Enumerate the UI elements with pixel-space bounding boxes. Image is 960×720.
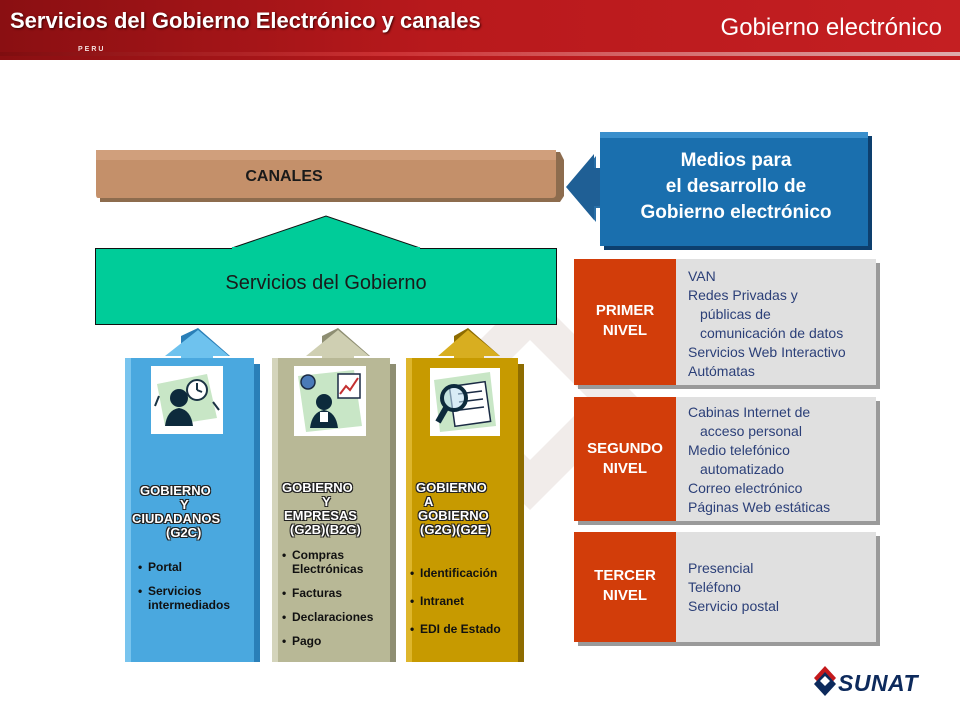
medios-line: el desarrollo de — [665, 176, 807, 197]
level-name-line: SEGUNDO — [587, 440, 663, 457]
level-item: Correo electrónico — [688, 480, 803, 496]
list-item: Intranet — [410, 594, 522, 608]
slide-title: Servicios del Gobierno Electrónico y can… — [10, 8, 481, 33]
level-item: públicas de — [700, 306, 771, 322]
level-item: Presencial — [688, 560, 754, 576]
level-item: Servicios Web Interactivo — [688, 344, 846, 360]
medios-box — [600, 132, 872, 250]
column-g2b-picture — [294, 366, 366, 436]
slide-subtitle: Gobierno electrónico — [720, 14, 942, 41]
column-g2c-list: Portal Servicios intermediados — [138, 560, 256, 612]
column-title-line: GOBIERNO — [416, 480, 487, 495]
level-item: acceso personal — [700, 423, 802, 439]
column-title-line: A — [424, 494, 434, 509]
list-item: Declaraciones — [282, 610, 392, 624]
level-name-line: NIVEL — [602, 460, 648, 477]
servicios-arrow — [95, 215, 557, 325]
level-item: Autómatas — [688, 363, 755, 379]
column-title-line: Y — [322, 494, 331, 509]
level-primer-list: VAN Redes Privadas y públicas de comunic… — [688, 267, 878, 381]
header-band — [0, 52, 960, 56]
level-segundo-label: SEGUNDO NIVEL — [574, 397, 676, 521]
level-name-line: TERCER — [594, 567, 656, 584]
level-tercer-list: Presencial Teléfono Servicio postal — [688, 559, 878, 616]
column-title-line: GOBIERNO — [140, 483, 211, 498]
column-g2c-picture — [151, 366, 223, 434]
column-g2b-list: Compras Electrónicas Facturas Declaracio… — [282, 548, 392, 648]
level-tercer: TERCER NIVEL Presencial Teléfono Servici… — [574, 532, 880, 646]
level-segundo: SEGUNDO NIVEL Cabinas Internet de acceso… — [574, 397, 880, 525]
level-item: Redes Privadas y — [688, 287, 798, 303]
level-tercer-label: TERCER NIVEL — [574, 532, 676, 642]
column-title-line: Y — [180, 497, 189, 512]
column-title-line: EMPRESAS — [284, 508, 357, 523]
level-name-line: NIVEL — [602, 587, 648, 604]
medios-text: Medios para el desarrollo de Gobierno el… — [602, 148, 870, 226]
list-item: Compras Electrónicas — [282, 548, 392, 576]
level-item: Páginas Web estáticas — [688, 499, 831, 515]
list-item: Portal — [138, 560, 256, 574]
column-title-line: GOBIERNO — [418, 508, 489, 523]
spacer — [574, 397, 676, 439]
level-primer-panel — [676, 259, 876, 385]
sunat-logo-text: SUNAT — [838, 670, 919, 696]
level-item: Cabinas Internet de — [688, 404, 811, 420]
list-item: Servicios intermediados — [138, 584, 256, 612]
column-title-line: (G2B)(B2G) — [290, 522, 361, 537]
column-title-line: (G2C) — [166, 525, 202, 540]
citizen-clock-icon — [154, 374, 220, 426]
column-title-line: (G2G)(G2E) — [420, 522, 491, 537]
column-g2c-title: GOBIERNO Y CIUDADANOS (G2C) — [128, 484, 246, 540]
list-item: Pago — [282, 634, 392, 648]
level-item: VAN — [688, 268, 716, 284]
canales-bar — [96, 150, 564, 202]
level-tercer-panel — [676, 532, 876, 642]
medios-line: Medios para — [680, 150, 792, 171]
level-primer-label: PRIMER NIVEL — [574, 259, 676, 385]
business-chart-icon — [298, 370, 362, 432]
column-g2b-title: GOBIERNO Y EMPRESAS (G2B)(B2G) — [276, 481, 390, 537]
level-name-line: NIVEL — [602, 322, 648, 339]
level-segundo-panel — [676, 397, 876, 521]
sunat-logo-icon — [814, 666, 836, 696]
column-g2g-list: Identificación Intranet EDI de Estado — [410, 566, 522, 636]
spacer — [574, 259, 676, 301]
list-item: EDI de Estado — [410, 622, 522, 636]
list-item: Identificación — [410, 566, 522, 580]
spacer — [574, 532, 676, 566]
column-title-line: GOBIERNO — [282, 480, 353, 495]
column-g2g-picture — [430, 368, 500, 436]
list-item: Facturas — [282, 586, 392, 600]
canales-label: CANALES — [245, 168, 323, 185]
level-primer: PRIMER NIVEL VAN Redes Privadas y públic… — [574, 259, 880, 389]
level-item: Servicio postal — [688, 598, 780, 614]
column-title-line: CIUDADANOS — [132, 511, 221, 526]
header-bar — [0, 0, 960, 60]
level-segundo-list: Cabinas Internet de acceso personal Medi… — [688, 403, 878, 517]
column-g2g-title: GOBIERNO A GOBIERNO (G2G)(G2E) — [410, 481, 514, 537]
level-item: automatizado — [700, 461, 785, 477]
medios-line: Gobierno electrónico — [640, 202, 832, 223]
level-name-line: PRIMER — [595, 302, 655, 319]
level-item: comunicación de datos — [700, 325, 844, 341]
level-item: Teléfono — [688, 579, 741, 595]
magnifier-document-icon — [434, 372, 496, 432]
servicios-label: Servicios del Gobierno — [225, 272, 427, 294]
level-item: Medio telefónico — [688, 442, 790, 458]
header-tag: PERU — [78, 46, 106, 53]
